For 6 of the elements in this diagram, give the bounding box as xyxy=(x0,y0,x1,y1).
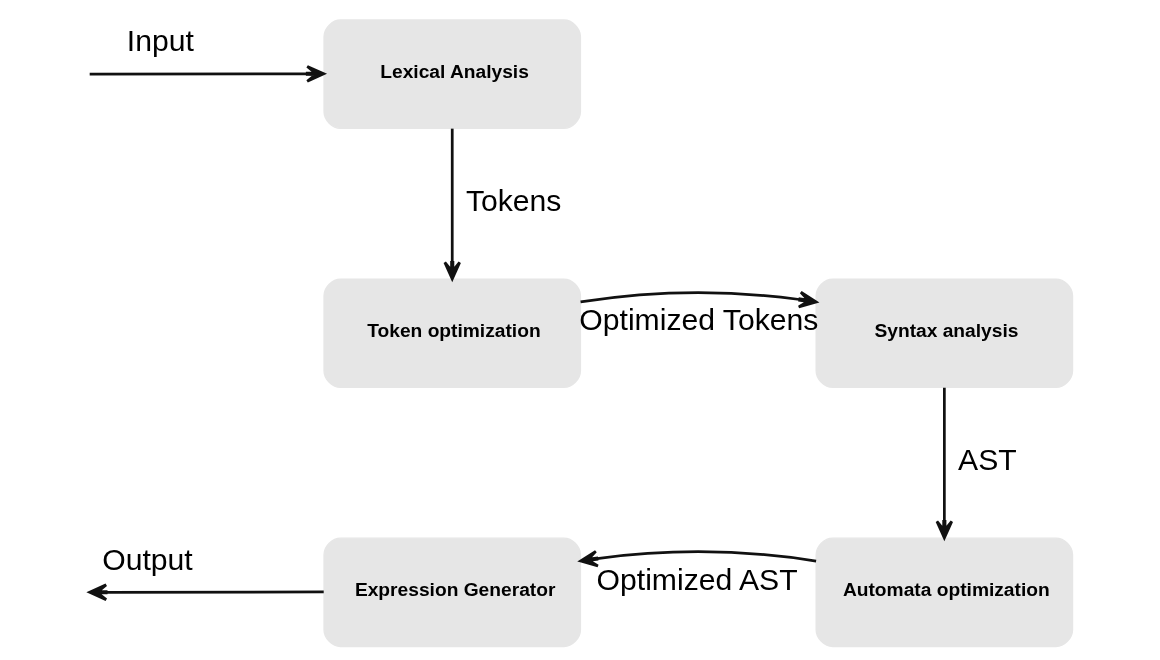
edge-label: AST xyxy=(957,443,1017,477)
edge-label: Optimized AST xyxy=(596,562,798,596)
edge-label: Output xyxy=(101,542,193,576)
edge-label: Tokens xyxy=(465,184,561,218)
edge-label: Optimized Tokens xyxy=(578,303,818,337)
edge-label: Input xyxy=(126,24,194,58)
